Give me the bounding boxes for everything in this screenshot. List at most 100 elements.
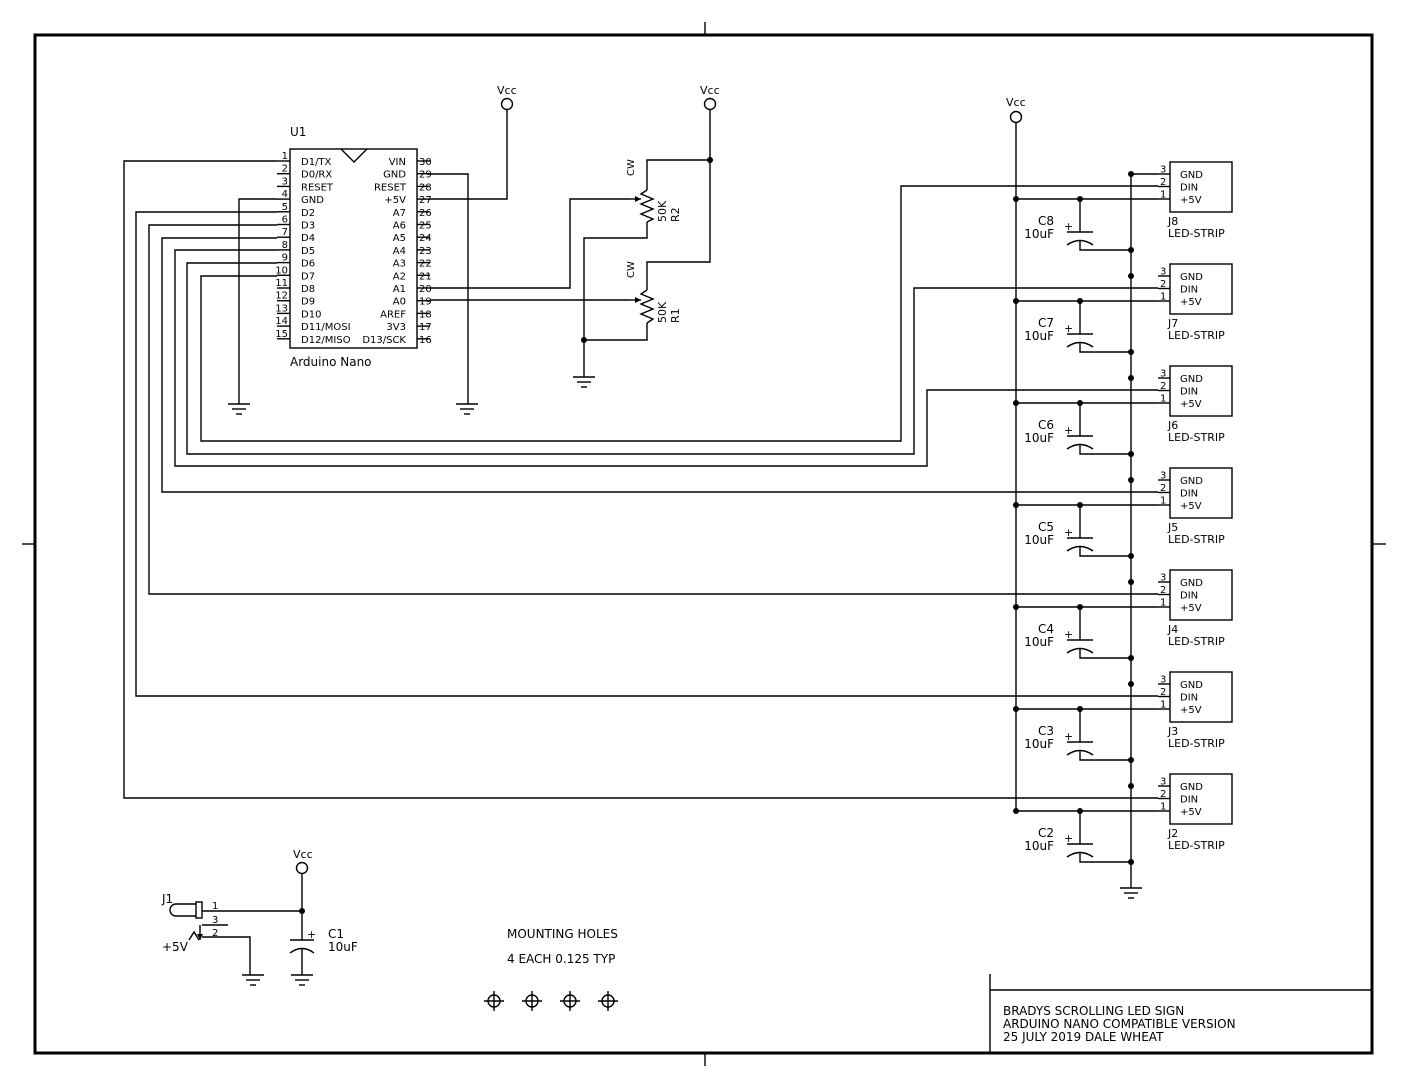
j1-ref: J1 [161,892,173,906]
u1-pin-name: A4 [393,246,406,257]
connector-pin-name: +5V [1180,297,1202,308]
vcc-symbol-pots: Vcc [700,84,720,111]
connector-pin-name: DIN [1180,285,1198,296]
u1-name: Arduino Nano [290,355,372,369]
connector-type: LED-STRIP [1168,737,1225,750]
connector-pin-name: GND [1180,578,1203,589]
u1-pin-number: 29 [419,170,432,181]
u1-pin-number: 2 [282,164,288,175]
j1-pin-3: 3 [212,915,218,926]
connector-pin-name: DIN [1180,183,1198,194]
connector-pin-name: DIN [1180,591,1198,602]
cap-value: 10uF [1024,431,1054,445]
cap-value: 10uF [1024,839,1054,853]
u1-pin-name: GND [301,195,324,206]
u1-pin-name: D4 [301,233,315,244]
connector-pin-number: 3 [1160,165,1166,176]
u1-pin-number: 24 [419,233,432,244]
connector-pin-name: GND [1180,374,1203,385]
connector-pin-name: +5V [1180,705,1202,716]
u1-pin-name: D9 [301,297,315,308]
cap-ref: C6 [1038,418,1054,432]
u1-pin-number: 8 [282,240,288,251]
u1-pin-name: +5V [384,195,406,206]
u1-pin-number: 1 [282,151,288,162]
c1-plus: + [307,928,316,941]
connector-ref: J7 [1167,317,1178,330]
connector-pin-name: +5V [1180,501,1202,512]
u1-pin-name: D10 [301,309,321,320]
u1-pin-number: 4 [282,189,288,200]
connector-type: LED-STRIP [1168,329,1225,342]
mounting-hole [522,991,542,1011]
mounting-hole [598,991,618,1011]
cap-value: 10uF [1024,329,1054,343]
connector-pin-name: DIN [1180,489,1198,500]
junction-dots [299,157,713,914]
connector-pin-number: 1 [1160,700,1166,711]
u1-pin-number: 30 [419,157,432,168]
u1-ref: U1 [290,125,306,139]
c1-value: 10uF [328,940,358,954]
u1-pin-name: A6 [393,221,406,232]
u1-pin-name: GND [383,170,406,181]
connector-pin-number: 2 [1160,279,1166,290]
connector-pin-name: DIN [1180,795,1198,806]
ground-symbol [456,403,478,415]
connector-pin-number: 1 [1160,802,1166,813]
u1-pin-number: 25 [419,221,432,232]
connector-type: LED-STRIP [1168,431,1225,444]
cap-ref: C7 [1038,316,1054,330]
connector-type: LED-STRIP [1168,635,1225,648]
connector-ref: J5 [1167,521,1178,534]
connector-pin-number: 2 [1160,687,1166,698]
pot-r2-cw: CW [626,159,637,176]
u1-pin-number: 23 [419,246,432,257]
u1-pin-number: 22 [419,259,432,270]
cap-plus: + [1064,730,1073,743]
connector-pin-number: 2 [1160,585,1166,596]
connector-pin-number: 1 [1160,292,1166,303]
connector-ref: J8 [1167,215,1178,228]
u1-pin-name: 3V3 [386,322,406,333]
connector-pin-name: +5V [1180,603,1202,614]
u1-pin-number: 28 [419,182,432,193]
cap-plus: + [1064,424,1073,437]
u1-pin-number: 13 [275,303,288,314]
connector-pin-name: DIN [1180,693,1198,704]
u1-pin-name: D3 [301,221,315,232]
connector-pin-number: 1 [1160,190,1166,201]
ground-symbol [291,974,313,986]
connector-pin-number: 2 [1160,789,1166,800]
connector-ref: J3 [1167,725,1178,738]
vcc-symbol-power: Vcc [293,848,313,875]
u1-pin-number: 18 [419,309,432,320]
vcc-symbol-u1: Vcc [497,84,517,111]
mounting-hole [484,991,504,1011]
cap-value: 10uF [1024,635,1054,649]
pot-r2-value: 50K [656,200,669,222]
u1-pin-name: RESET [374,182,407,193]
c1-ref: C1 [328,927,344,941]
connector-type: LED-STRIP [1168,227,1225,240]
connector-pin-name: GND [1180,680,1203,691]
u1-pin-name: D11/MOSI [301,322,351,333]
mounting-hole-set [484,991,618,1011]
title-block: BRADYS SCROLLING LED SIGN ARDUINO NANO C… [1003,1004,1236,1044]
u1-pin-name: A7 [393,208,406,219]
u1-pin-name: D1/TX [301,157,332,168]
vcc-label: Vcc [1006,96,1026,109]
ground-symbol [1120,887,1142,899]
cap-plus: + [1064,832,1073,845]
ground-symbols [228,376,1142,986]
capacitor-c1: + C1 10uF [289,874,358,975]
u1-pin-name: D7 [301,271,315,282]
u1-pin-number: 6 [282,215,288,226]
